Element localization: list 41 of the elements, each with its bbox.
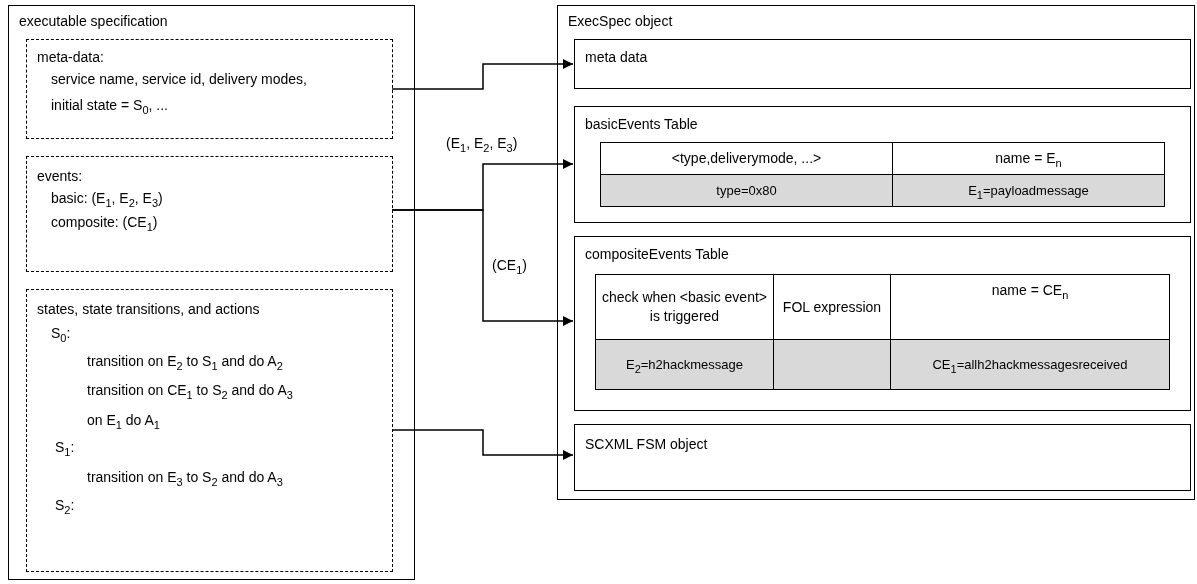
text-line: service name, service id, delivery modes, initial state = S$_{0}$, ... (51, 70, 308, 118)
panel-box (574, 424, 1191, 491)
table-cell: name = CE$_{n}$ (890, 274, 1170, 340)
arrow (391, 209, 574, 326)
section-heading: compositeEvents Table (585, 245, 729, 263)
section-heading: SCXML FSM object (585, 435, 708, 453)
arrow (391, 429, 574, 460)
panel-box (574, 39, 1191, 89)
section-heading: meta-data: (37, 48, 104, 66)
arrow (391, 59, 574, 90)
dashed-section-box (26, 289, 393, 572)
panel-box (557, 5, 1195, 500)
dashed-section-box (26, 39, 393, 139)
section-heading: meta data (585, 48, 648, 66)
text-line: transition on CE$_{1}$ to S$_{2}$ and do A$_{3}$ (87, 381, 293, 399)
table-cell: check when <basic event> is triggered (595, 274, 774, 340)
table-cell: E$_{1}$=payloadmessage (892, 174, 1165, 207)
panel-box (8, 5, 415, 580)
text-line: basic: (E$_{1}$, E$_{2}$, E$_{3}$) (51, 189, 163, 207)
table-cell: <type,deliverymode, ...> (600, 142, 893, 175)
table-cell: type=0x80 (600, 174, 893, 207)
text-line: transition on E$_{2}$ to S$_{1}$ and do A$_{2}$ (87, 352, 283, 370)
dashed-section-box (26, 156, 393, 272)
section-heading: basicEvents Table (585, 115, 698, 133)
text-line: composite: (CE$_{1}$) (51, 213, 158, 231)
section-heading: ExecSpec object (568, 12, 673, 30)
table-cell: E$_{2}$=h2hackmessage (595, 339, 774, 390)
text-line: on E$_{1}$ do A$_{1}$ (87, 411, 160, 429)
panel-box (574, 106, 1191, 223)
edge-label: (CE$_{1}$) (492, 256, 527, 274)
text-line: S$_{2}$: (55, 496, 75, 514)
panel-box (574, 236, 1191, 411)
text-line: transition on E$_{3}$ to S$_{2}$ and do A$_{3}$ (87, 468, 283, 486)
section-heading: states, state transitions, and actions (37, 300, 260, 318)
table-cell: CE$_{1}$=allh2hackmessagesreceived (890, 339, 1170, 390)
section-heading: executable specification (19, 12, 168, 30)
edge-label: (E$_{1}$, E$_{2}$, E$_{3}$) (446, 134, 518, 152)
table-cell: name = E$_{n}$ (892, 142, 1165, 175)
text-line: S$_{0}$: (51, 324, 71, 342)
text-line: S$_{1}$: (55, 438, 75, 456)
section-heading: events: (37, 167, 83, 185)
